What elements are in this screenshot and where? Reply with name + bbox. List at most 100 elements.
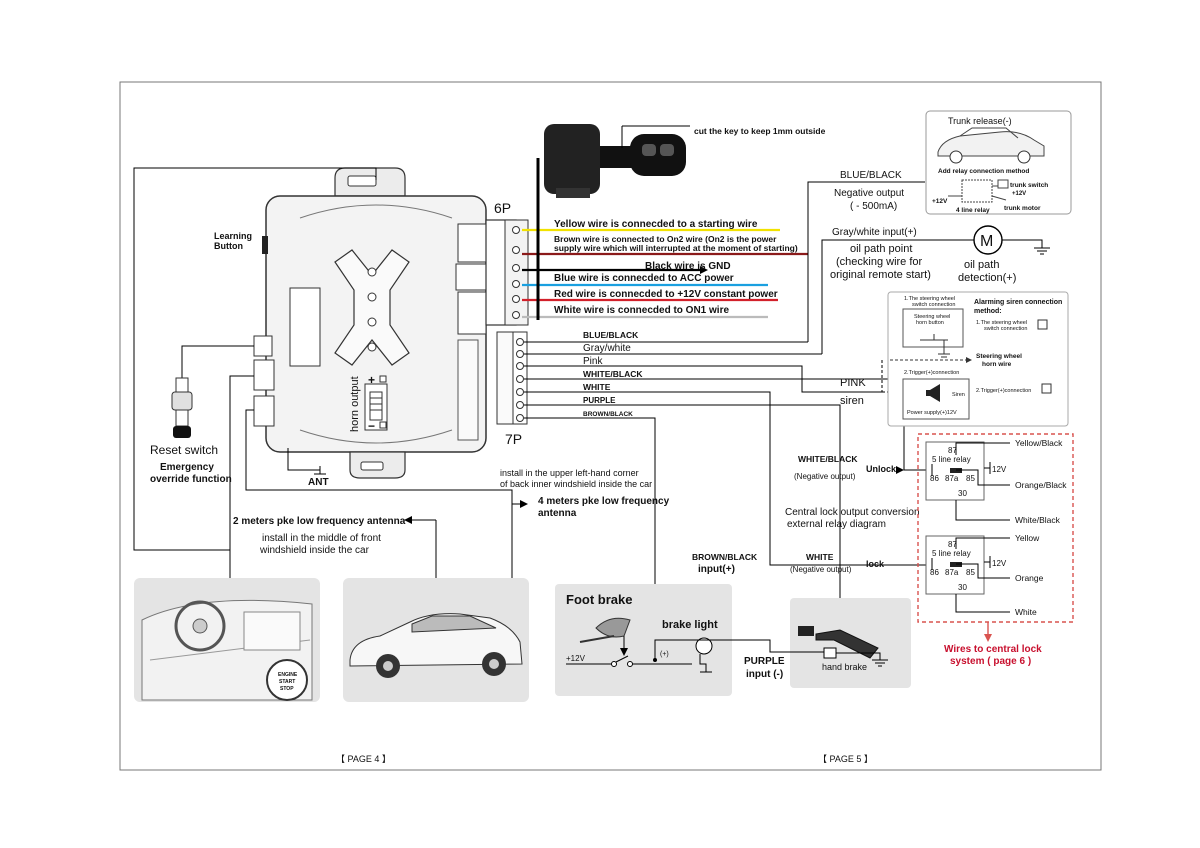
trunk-plus12: +12V	[1012, 191, 1026, 197]
trunk-switch: trunk switch	[1010, 182, 1048, 189]
unlock-neg: (Negative output)	[794, 472, 856, 481]
lock-neg: (Negative output)	[790, 565, 852, 574]
r1-orange-black: Orange/Black	[1015, 480, 1067, 490]
motor-m: M	[980, 233, 993, 250]
svg-text:5 line relay: 5 line relay	[932, 455, 971, 464]
white-wire-label: White wire is connecded to ON1 wire	[554, 305, 729, 316]
foot-brake-title: Foot brake	[566, 592, 632, 607]
page-frame	[119, 81, 1102, 771]
trunk-12v: +12V	[932, 198, 948, 205]
foot-brake-panel: Foot brake brake light +12V (+)	[555, 584, 732, 696]
svg-text:86: 86	[930, 568, 939, 577]
reset-switch	[171, 377, 193, 438]
r1-white-black: White/Black	[1015, 515, 1061, 525]
siren-label: siren	[840, 395, 864, 407]
car-panel	[343, 578, 529, 702]
engine-start-stop-button	[266, 659, 308, 701]
svg-text:87: 87	[948, 446, 957, 455]
r1-yellow-black: Yellow/Black	[1015, 438, 1063, 448]
page-right: 【 PAGE 5 】	[818, 754, 873, 764]
7p-brown-black: BROWN/BLACK	[583, 411, 633, 418]
blue-black-out-wire: BLUE/BLACK	[840, 170, 902, 181]
negative-output-label: Negative output	[834, 188, 904, 199]
relay-unlock: 87 5 line relay 86 87a 85 30 12V Yellow/…	[925, 438, 1067, 525]
svg-text:85: 85	[966, 474, 975, 483]
svg-text:87: 87	[948, 540, 957, 549]
oil-wire-label: Gray/white input(+)	[832, 227, 917, 238]
hand-brake-panel: hand brake	[790, 598, 911, 688]
svg-text:87a: 87a	[945, 568, 959, 577]
page-left: 【 PAGE 4 】	[336, 754, 391, 764]
7p-label: 7P	[505, 431, 522, 447]
brake-12v: +12V	[566, 654, 586, 663]
unlock-wire: WHITE/BLACK	[798, 454, 858, 464]
7p-purple: PURPLE	[583, 396, 616, 405]
brake-plus: (+)	[660, 651, 669, 658]
lock-wire: WHITE	[806, 552, 834, 562]
red-wire-label: Red wire is connecded to +12V constant p…	[554, 289, 778, 300]
brown-black-input: input(+)	[698, 564, 735, 575]
r2-white: White	[1015, 607, 1037, 617]
horn-plus-label: +	[368, 373, 375, 387]
horn-minus-label: −	[368, 419, 375, 433]
svg-text:30: 30	[958, 583, 967, 592]
trunk-relay4: 4 line relay	[956, 207, 990, 214]
7p-white-black: WHITE/BLACK	[583, 369, 643, 379]
svg-text:87a: 87a	[945, 474, 959, 483]
method-opt2: 2.Trigger(+)connection	[976, 388, 1031, 394]
reset-switch-label: Reset switch	[150, 443, 218, 457]
trigger-label: 2.Trigger(+)connection	[904, 370, 959, 376]
lock-label: lock	[866, 559, 885, 569]
ant-lead	[287, 448, 326, 475]
trunk-release-box: Trunk release(-) Add relay connection me…	[925, 110, 1072, 215]
svg-text:5 line relay: 5 line relay	[932, 549, 971, 558]
antenna-leads	[133, 167, 513, 610]
connector-7p	[496, 331, 528, 425]
lock-relay-dashed-box	[917, 433, 1074, 623]
relay1-12v: 12V	[992, 465, 1007, 474]
brown-black-wire: BROWN/BLACK	[692, 552, 758, 562]
black-wire-label: Black wire is GND	[645, 261, 731, 272]
ant-label: ANT	[308, 477, 329, 488]
7p-wire-labels: BLUE/BLACK Gray/white Pink WHITE/BLACK W…	[583, 330, 643, 418]
brown-wire-label: Brown wire is connected to On2 wire (On2…	[554, 234, 798, 253]
key-note: cut the key to keep 1mm outside	[694, 126, 826, 136]
trunk-title: Trunk release(-)	[948, 116, 1012, 126]
main-unit: horn output + −	[253, 167, 489, 479]
relay-method: Add relay connection method	[938, 168, 1029, 175]
blue-wire-label: Blue wire is connecded to ACC power	[554, 273, 734, 284]
7p-pink: Pink	[583, 356, 603, 367]
brake-light-label: brake light	[662, 619, 718, 631]
6p-label: 6P	[494, 200, 511, 216]
relay-lock: 87 5 line relay 86 87a 85 30 12V Yellow …	[925, 533, 1044, 617]
negative-output-spec: ( - 500mA)	[850, 201, 897, 212]
svg-text:30: 30	[958, 489, 967, 498]
relay2-12v: 12V	[992, 559, 1007, 568]
connector-6p	[485, 219, 529, 326]
yellow-wire-label: Yellow wire is connecded to a starting w…	[554, 219, 758, 230]
r2-yellow: Yellow	[1015, 533, 1040, 543]
r2-orange: Orange	[1015, 573, 1044, 583]
siren-word: Siren	[952, 392, 965, 398]
7p-white: WHITE	[583, 382, 611, 392]
remote-key	[630, 134, 686, 176]
svg-text:85: 85	[966, 568, 975, 577]
